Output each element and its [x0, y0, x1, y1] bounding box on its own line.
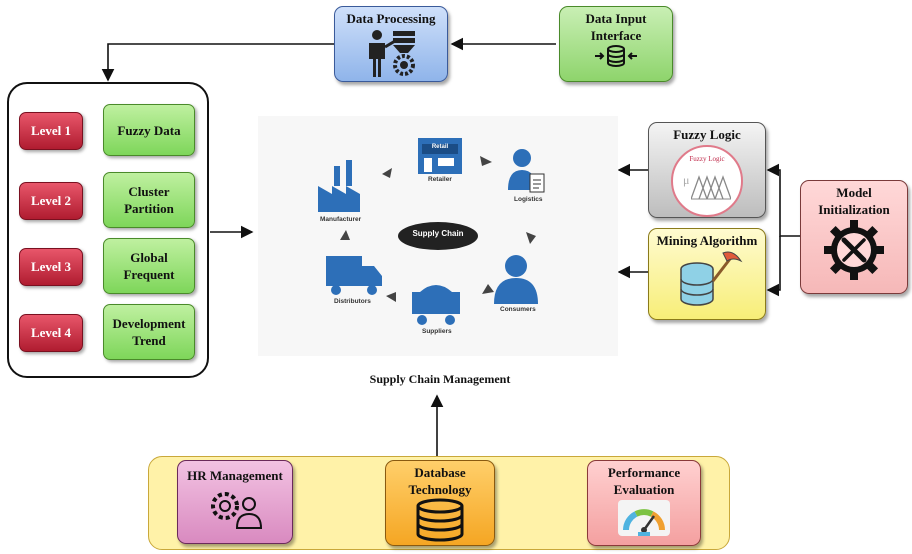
- database-arrows-icon: [595, 45, 637, 67]
- logistics-icon: [508, 149, 545, 193]
- levels-panel: Level 1 Fuzzy Data Level 2 Cluster Parti…: [7, 82, 209, 378]
- data-input-label: Data Input Interface: [585, 11, 647, 43]
- data-processing-box: Data Processing: [334, 6, 448, 82]
- supply-chain-diagram: Supply Chain Retail Retailer Logistics C…: [258, 116, 618, 356]
- suppliers-icon: [412, 285, 460, 325]
- fuzzy-logic-emblem: Fuzzy Logic μ: [671, 145, 743, 217]
- level-4-name: Development Trend: [103, 304, 195, 360]
- performance-evaluation-box: Performance Evaluation: [587, 460, 701, 546]
- gear-person-icon: [211, 492, 263, 529]
- level-1-name: Fuzzy Data: [103, 104, 195, 156]
- arrow-model-to-fuzzy: [766, 163, 800, 237]
- performance-evaluation-label: Performance Evaluation: [607, 465, 681, 497]
- center-pill: [398, 222, 478, 250]
- logistics-label: Logistics: [514, 196, 543, 203]
- level-2-name: Cluster Partition: [103, 172, 195, 228]
- manufacturer-icon: [318, 160, 360, 212]
- arrow-processing-to-levels: [101, 43, 335, 82]
- cycle-arrow-3: [526, 232, 536, 244]
- arrow-model-to-mining: [766, 236, 781, 297]
- distributors-icon: [326, 256, 382, 295]
- level-3-badge: Level 3: [19, 248, 83, 286]
- consumers-label: Consumers: [500, 306, 536, 313]
- cycle-arrow-1: [382, 168, 392, 178]
- fuzzy-logic-label: Fuzzy Logic: [673, 127, 741, 142]
- supply-chain-caption: Supply Chain Management: [369, 372, 511, 386]
- gear-tools-icon: [824, 220, 884, 280]
- fuzzy-logic-box: Fuzzy Logic Fuzzy Logic μ: [648, 122, 766, 218]
- database-technology-label: Database Technology: [408, 465, 472, 497]
- mining-algorithm-box: Mining Algorithm: [648, 228, 766, 320]
- cycle-arrow-5: [386, 292, 396, 302]
- consumers-icon: [494, 255, 538, 304]
- retailer-icon: [418, 138, 462, 174]
- level-1-badge: Level 1: [19, 112, 83, 150]
- cycle-arrow-6: [340, 230, 350, 240]
- level-2-badge: Level 2: [19, 182, 83, 220]
- data-processing-label: Data Processing: [346, 11, 436, 26]
- hr-management-box: HR Management: [177, 460, 293, 544]
- level-4-badge: Level 4: [19, 314, 83, 352]
- cycle-arrow-2: [480, 156, 492, 166]
- data-processing-icon: [369, 30, 415, 77]
- supply-chain-graphics: [318, 138, 545, 325]
- distributors-label: Distributors: [334, 298, 371, 305]
- retailer-label: Retailer: [428, 176, 452, 183]
- mining-algorithm-label: Mining Algorithm: [656, 233, 758, 248]
- model-init-label: Model Initialization: [818, 185, 890, 217]
- manufacturer-label: Manufacturer: [320, 216, 362, 223]
- level-3-name: Global Frequent: [103, 238, 195, 294]
- database-icon: [416, 498, 464, 542]
- model-init-box: Model Initialization: [800, 180, 908, 294]
- membership-function-icon: [691, 175, 731, 200]
- suppliers-label: Suppliers: [422, 328, 452, 335]
- fuzzy-logic-inner-label: Fuzzy Logic: [689, 155, 725, 163]
- mu-symbol: μ: [683, 173, 690, 187]
- hr-management-label: HR Management: [187, 468, 283, 483]
- retail-sign-label: Retail: [431, 144, 449, 150]
- database-pickaxe-icon: [680, 251, 743, 306]
- cycle-arrow-4: [482, 284, 494, 294]
- speedometer-icon: [618, 500, 670, 536]
- data-input-box: Data Input Interface: [559, 6, 673, 82]
- center-label: Supply Chain: [412, 229, 464, 238]
- database-technology-box: Database Technology: [385, 460, 495, 546]
